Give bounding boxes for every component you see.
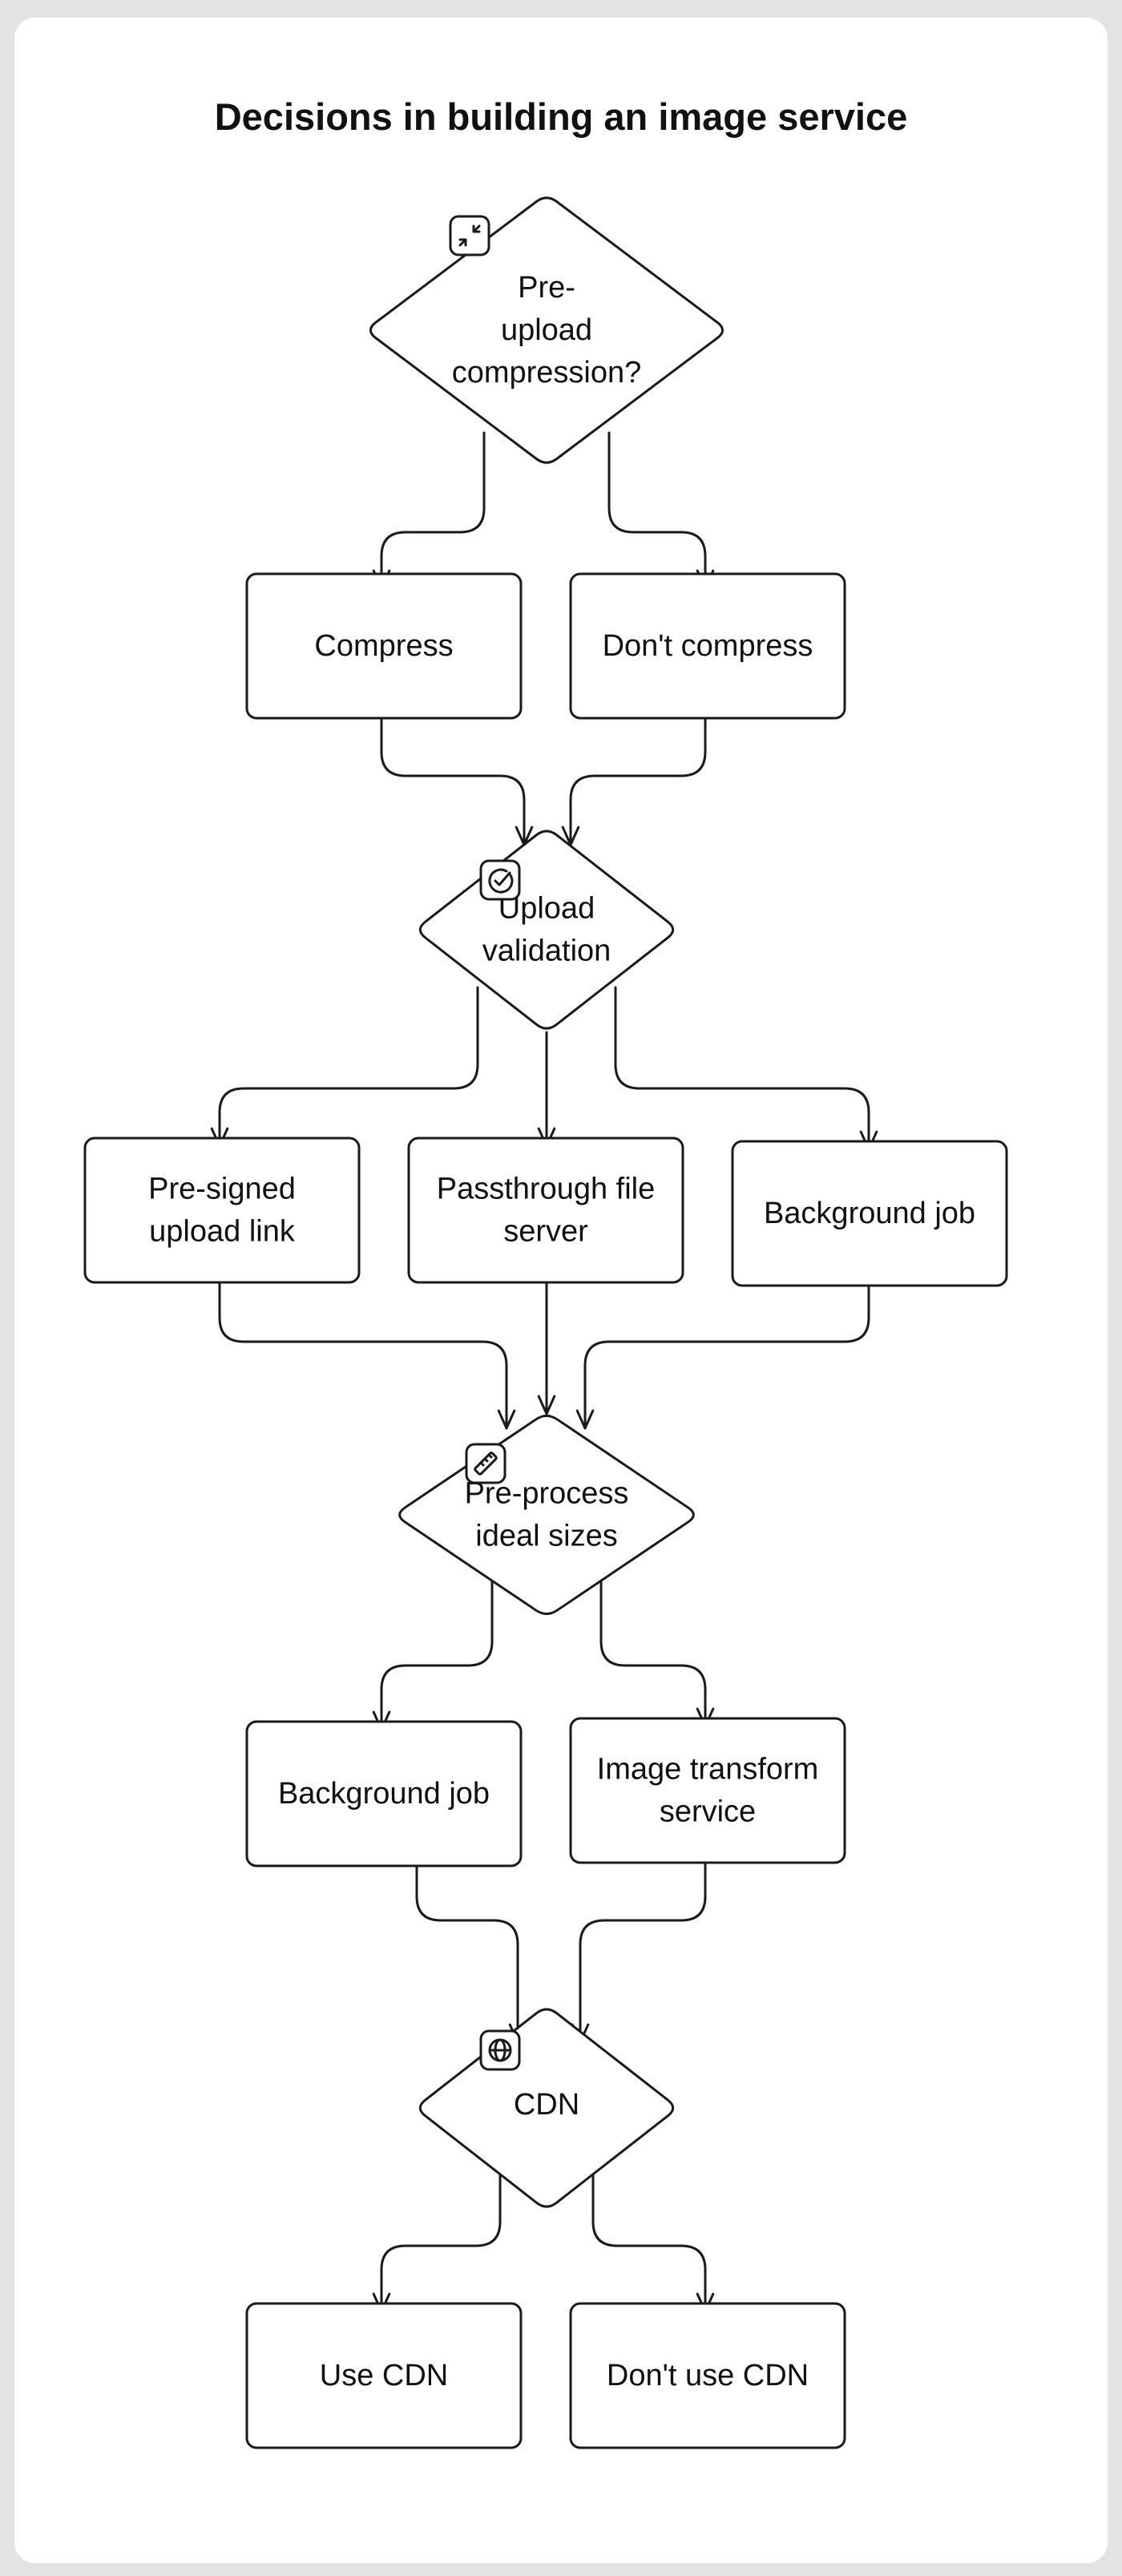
- node-label: Background job: [278, 1777, 490, 1811]
- node-passthrough[interactable]: Passthrough file server: [407, 1137, 684, 1284]
- option-box: [245, 572, 523, 720]
- node-label: Pre-signed: [148, 1173, 296, 1206]
- arrowhead: [497, 1409, 516, 1430]
- icon-badges: [449, 215, 521, 2071]
- node-use-cdn[interactable]: Use CDN: [245, 2302, 523, 2449]
- option-box: [569, 572, 846, 720]
- ruler-icon: [465, 1443, 507, 1484]
- decision-diamond: [398, 1414, 695, 1616]
- node-label: Passthrough file: [437, 1173, 656, 1206]
- node-label: Pre-: [518, 271, 575, 305]
- globe-icon: [479, 2029, 521, 2071]
- node-label: validation: [482, 935, 611, 968]
- flowchart: Decisions in building an image service P…: [83, 95, 1008, 2449]
- edge-precompression-to-dont_compress: [607, 431, 715, 590]
- edges: [210, 431, 878, 2313]
- edge-image_transform-to-cdn: [571, 1861, 707, 2044]
- compress-arrows-icon: [449, 215, 490, 256]
- edge-passthrough-to-preprocess: [537, 1281, 556, 1415]
- edge-precompression-to-compress: [372, 431, 486, 590]
- diagram-card: Decisions in building an image service P…: [14, 18, 1108, 2563]
- option-box: [569, 1717, 846, 1864]
- edge-preprocess-to-image_transform: [599, 1571, 715, 1728]
- node-label: Don't use CDN: [607, 2359, 809, 2392]
- nodes: Pre-upload compression? Compress Don't comp…: [83, 196, 1008, 2449]
- option-box: [731, 1140, 1008, 1287]
- edge-upload_validation-to-presigned: [210, 986, 479, 1148]
- edge-presigned-to-preprocess: [218, 1281, 516, 1430]
- node-label: service: [660, 1795, 756, 1829]
- edge-compress-to-upload_validation: [380, 717, 534, 846]
- edge-cdn-to-dont_use_cdn: [591, 2158, 715, 2313]
- node-background-job-2[interactable]: Background job: [245, 1720, 523, 1867]
- option-box: [569, 2302, 846, 2449]
- arrowhead: [575, 1409, 595, 1430]
- node-compress[interactable]: Compress: [245, 572, 523, 720]
- edge-upload_validation-to-background_job_1: [614, 986, 878, 1151]
- arrowhead: [537, 1395, 556, 1415]
- edge-background_job_2-to-cdn: [415, 1864, 527, 2044]
- edge-dont_compress-to-upload_validation: [561, 717, 707, 846]
- node-label: Compress: [314, 629, 453, 663]
- node-label: upload: [501, 313, 592, 347]
- decision-diamond: [369, 196, 724, 464]
- node-label: server: [503, 1215, 588, 1249]
- edge-preprocess-to-background_job_2: [372, 1571, 494, 1731]
- node-dont-compress[interactable]: Don't compress: [569, 572, 846, 720]
- check-circle-icon: [479, 859, 521, 901]
- decision-diamond: [418, 830, 675, 1030]
- option-box: [245, 1720, 523, 1867]
- node-label: upload link: [149, 1215, 296, 1249]
- node-background-job-1[interactable]: Background job: [731, 1140, 1008, 1287]
- option-box: [407, 1137, 684, 1284]
- edge-background_job_1-to-preprocess: [575, 1284, 870, 1430]
- node-label: compression?: [452, 356, 642, 390]
- node-precompression[interactable]: Pre-upload compression?: [369, 196, 724, 464]
- node-image-transform[interactable]: Image transform service: [569, 1717, 846, 1864]
- node-label: Background job: [764, 1197, 975, 1230]
- option-box: [245, 2302, 523, 2449]
- node-label: CDN: [514, 2088, 579, 2122]
- node-presigned[interactable]: Pre-signed upload link: [83, 1137, 361, 1284]
- edge-upload_validation-to-passthrough: [537, 1031, 556, 1148]
- diagram-title: Decisions in building an image service: [215, 95, 908, 138]
- node-label: Don't compress: [603, 629, 813, 663]
- node-label: ideal sizes: [475, 1520, 617, 1553]
- node-label: Image transform: [597, 1753, 819, 1787]
- node-label: Use CDN: [320, 2359, 448, 2392]
- node-dont-use-cdn[interactable]: Don't use CDN: [569, 2302, 846, 2449]
- edge-cdn-to-use_cdn: [372, 2158, 502, 2313]
- node-cdn[interactable]: CDN: [418, 2008, 675, 2208]
- option-box: [83, 1137, 361, 1284]
